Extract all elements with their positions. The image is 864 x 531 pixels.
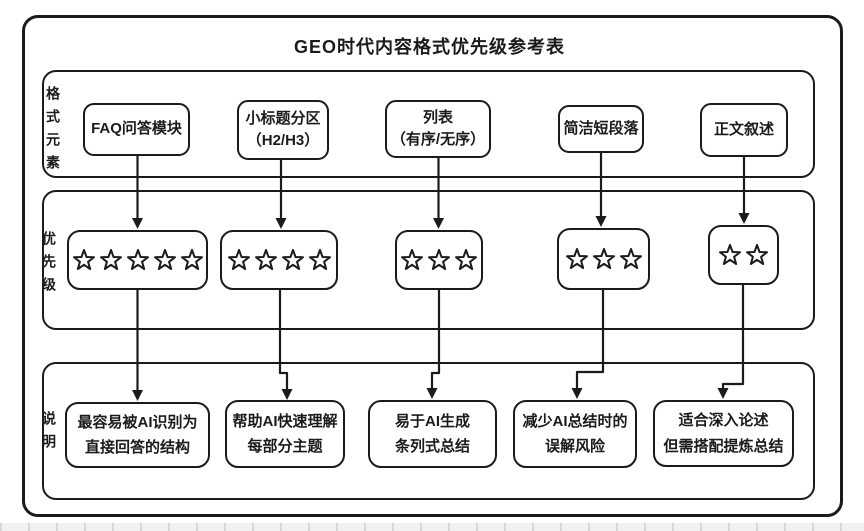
format-box-label-2: （有序/无序）: [390, 131, 486, 148]
format-box-body-narrative: 正文叙述: [700, 103, 788, 157]
priority-box-5-stars: [67, 230, 208, 290]
star-outline-icon: [281, 249, 304, 270]
note-line: 易于AI生成: [394, 412, 470, 430]
star-outline-icon: [401, 249, 423, 270]
star-outline-icon: [428, 249, 450, 270]
star-outline-icon: [153, 249, 176, 270]
format-box-faq: FAQ问答模块: [83, 103, 190, 156]
note-line-2: 误解风险: [544, 438, 605, 455]
star-outline-icon: [180, 249, 203, 270]
format-box-label: 正文叙述: [713, 120, 774, 138]
section-label-priority: 优先级: [41, 231, 57, 300]
star-outline-icon: [719, 244, 741, 265]
note-line-2: 条列式总结: [394, 438, 470, 455]
note-box-body-narrative: 适合深入论述 但需搭配提炼总结: [653, 400, 794, 467]
star-outline-icon: [72, 249, 95, 270]
section-label-notes: 说明: [41, 411, 57, 457]
section-format-elements: [42, 70, 815, 178]
star-outline-icon: [126, 249, 149, 270]
priority-box-2-stars: [708, 225, 779, 285]
format-box-label: 小标题分区: [245, 109, 321, 127]
star-outline-icon: [99, 249, 122, 270]
star-outline-icon: [308, 249, 331, 270]
scan-artifact-strip: [0, 523, 864, 531]
note-box-faq: 最容易被AI识别为 直接回答的结构: [65, 402, 210, 468]
note-box-short-paragraphs: 减少AI总结时的 误解风险: [513, 400, 637, 468]
note-line: 适合深入论述: [678, 412, 769, 430]
format-box-label: 简洁短段落: [563, 119, 639, 137]
star-outline-icon: [619, 248, 642, 269]
note-box-lists: 易于AI生成 条列式总结: [368, 400, 497, 468]
format-box-label: 列表: [422, 108, 453, 126]
note-line-2: 直接回答的结构: [84, 439, 190, 456]
format-box-subheadings: 小标题分区 （H2/H3）: [237, 100, 329, 160]
star-outline-icon: [565, 248, 588, 269]
note-line-2: 但需搭配提炼总结: [663, 437, 784, 455]
format-box-lists: 列表 （有序/无序）: [385, 100, 491, 158]
star-outline-icon: [455, 249, 477, 270]
section-priority: [42, 190, 815, 330]
star-outline-icon: [746, 244, 768, 265]
star-outline-icon: [592, 248, 615, 269]
priority-box-3-stars: [395, 230, 483, 290]
format-box-label-2: （H2/H3）: [246, 132, 320, 149]
star-outline-icon: [227, 249, 250, 270]
priority-box-4-stars: [220, 230, 338, 290]
star-outline-icon: [254, 249, 277, 270]
format-box-label: FAQ问答模块: [91, 120, 182, 138]
note-line: 帮助AI快速理解: [232, 412, 338, 430]
section-label-format: 格式元素: [45, 86, 61, 178]
note-box-subheadings: 帮助AI快速理解 每部分主题: [225, 400, 345, 468]
note-line: 减少AI总结时的: [522, 412, 628, 430]
section-notes: [42, 362, 815, 500]
diagram-title: GEO时代内容格式优先级参考表: [293, 37, 565, 57]
note-line-2: 每部分主题: [247, 438, 323, 455]
format-box-short-paragraphs: 简洁短段落: [558, 105, 644, 153]
note-line: 最容易被AI识别为: [77, 413, 198, 431]
priority-box-3-stars: [557, 228, 650, 290]
